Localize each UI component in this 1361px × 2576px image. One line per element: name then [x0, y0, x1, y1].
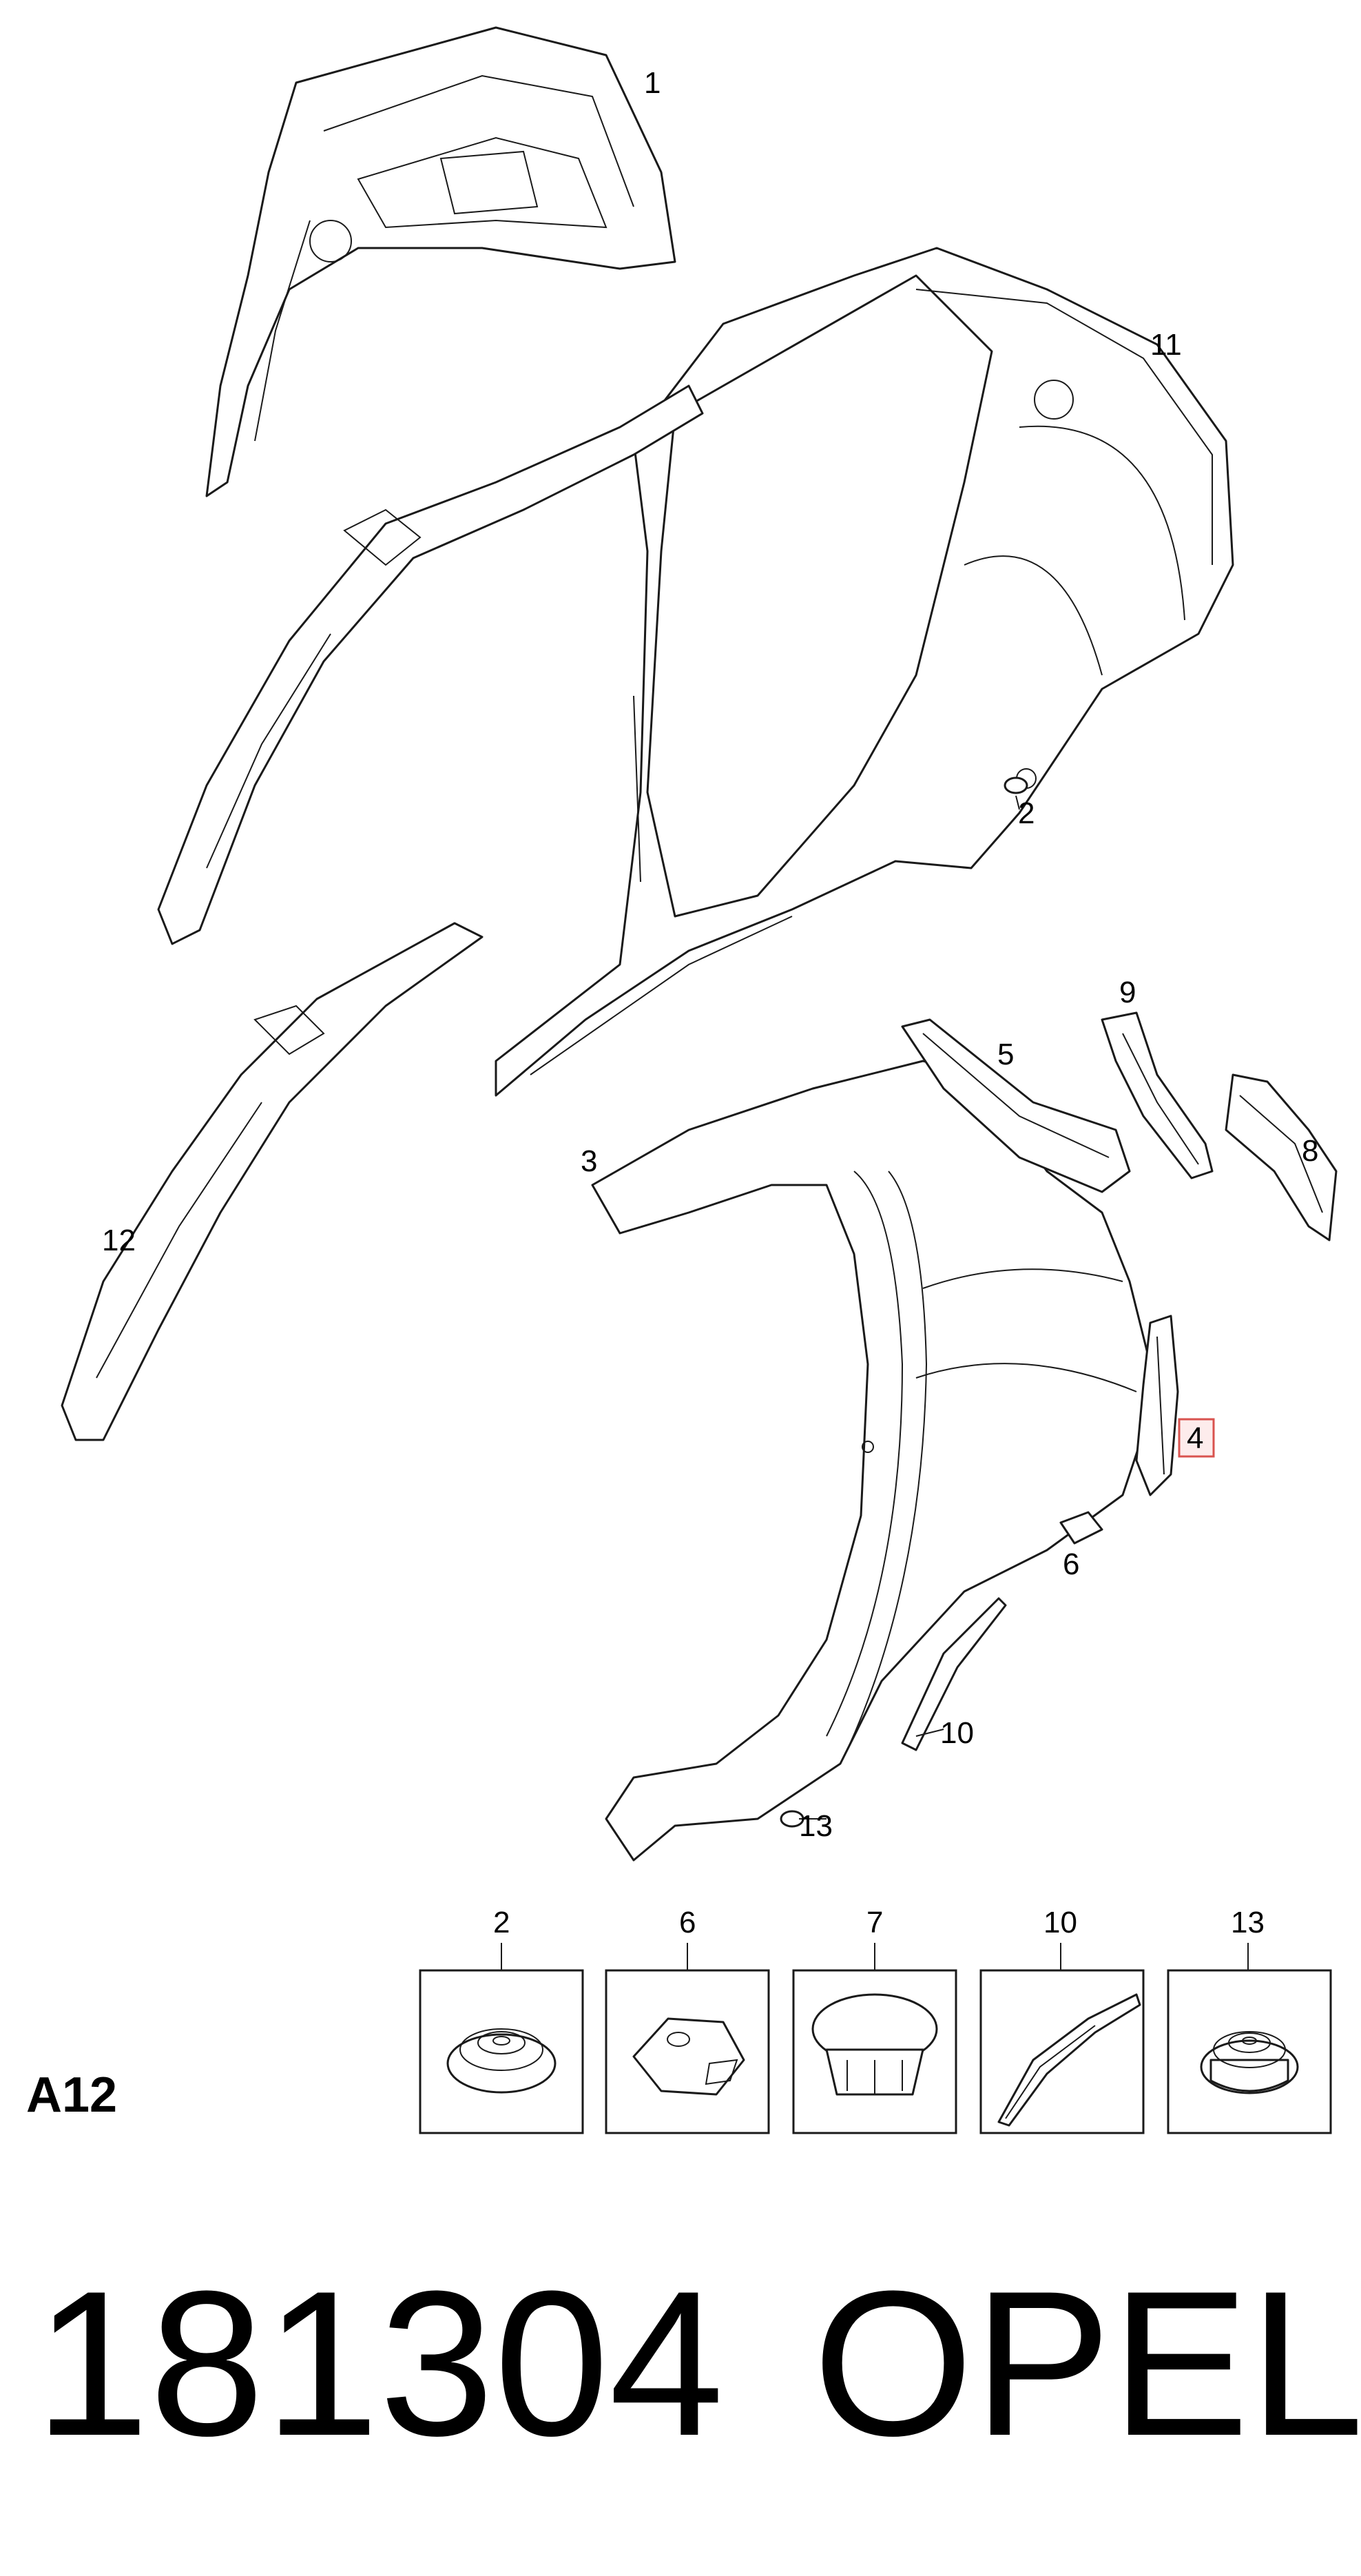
callout-5: 5 [997, 1038, 1014, 1071]
callout-13: 13 [799, 1809, 833, 1843]
svg-text:7: 7 [866, 1906, 883, 1939]
svg-text:2: 2 [493, 1906, 510, 1939]
part-12-rocker-rail [61, 922, 484, 1441]
svg-text:13: 13 [1231, 1906, 1265, 1939]
svg-text:6: 6 [679, 1906, 696, 1939]
part-2-grommet-small [1004, 776, 1028, 794]
brand-name: OPEL [813, 2247, 1361, 2479]
part-4-extension [1135, 1315, 1179, 1496]
part-number: 181304 [34, 2247, 725, 2479]
part-8-bracket [1225, 1073, 1338, 1241]
part-rail-upper [157, 384, 704, 945]
callout-2: 2 [1018, 796, 1035, 830]
callout-12: 12 [102, 1224, 136, 1257]
callout-1: 1 [644, 66, 661, 100]
leader-lines [799, 795, 1020, 1820]
callout-3: 3 [581, 1144, 597, 1178]
strip-icon [997, 1993, 1141, 2127]
callout-10: 10 [940, 1716, 974, 1750]
part-6-clip-small [1059, 1511, 1103, 1545]
detail-box-2: 2 [419, 1906, 584, 2134]
detail-box-13: 13 [1167, 1906, 1332, 2134]
callout-6: 6 [1063, 1547, 1079, 1581]
callout-8: 8 [1302, 1134, 1318, 1168]
detail-box-7: 7 [792, 1906, 957, 2134]
part-5-bracket [901, 1018, 1131, 1193]
part-9-bracket [1101, 1011, 1214, 1179]
grommet-icon [1200, 2031, 1299, 2094]
part-1-inner-panel [205, 26, 676, 497]
detail-box-6: 6 [605, 1906, 770, 2134]
part-10-strip-small [901, 1597, 1007, 1751]
grommet-icon [446, 2028, 557, 2094]
callout-11: 11 [1150, 328, 1182, 362]
callout-9: 9 [1119, 976, 1136, 1009]
detail-box-10: 10 [979, 1906, 1145, 2134]
part-3-quarter-panel [591, 1060, 1159, 1862]
callout-4-highlight-box [1178, 1418, 1215, 1458]
clip-icon [632, 2017, 745, 2096]
svg-text:10: 10 [1043, 1906, 1077, 1939]
sheet-code: A12 [26, 2068, 118, 2123]
callout-4: 4 [1187, 1421, 1203, 1455]
part-11-side-inner [495, 247, 1234, 1097]
plug-icon [811, 1993, 938, 2096]
